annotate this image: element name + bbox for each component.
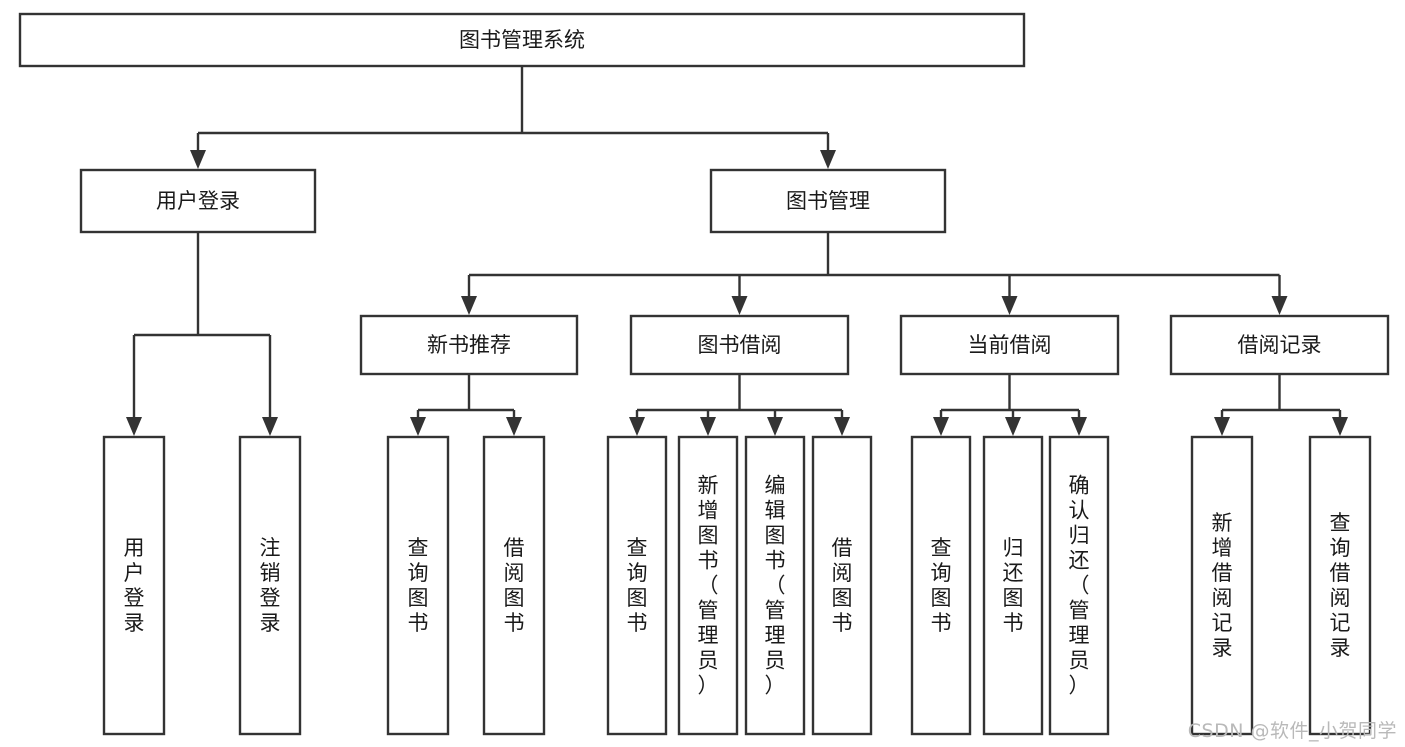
arrow-head-icon-bookmgmt-0 (461, 296, 477, 315)
node-leaf-edit-book-box[interactable] (744, 435, 806, 736)
arrow-head-icon-bookmgmt-3 (1271, 296, 1288, 315)
node-book-management[interactable]: 图书管理 (709, 168, 947, 234)
node-layer: 图书管理系统用户登录图书管理新书推荐图书借阅当前借阅借阅记录用户登录注销登录查询… (18, 12, 1390, 736)
node-leaf-query-book-1-label: 查询图书 (408, 536, 429, 635)
node-book-borrow-label: 图书借阅 (698, 333, 782, 357)
node-root[interactable]: 图书管理系统 (18, 12, 1026, 68)
node-leaf-confirm-return-box[interactable] (1048, 435, 1110, 736)
node-leaf-borrow-book-2[interactable]: 借阅图书 (811, 435, 873, 736)
arrow-head-icon-book-borrow-1 (700, 417, 716, 436)
node-leaf-borrow-book-2-box[interactable] (811, 435, 873, 736)
node-leaf-user-login-box[interactable] (102, 435, 166, 736)
node-leaf-borrow-book-1-label: 借阅图书 (504, 536, 525, 635)
node-book-borrow-box[interactable] (629, 314, 850, 376)
arrow-head-icon-current-borrow-0 (933, 417, 949, 436)
arrow-head-icon-book-borrow-2 (767, 417, 783, 436)
node-leaf-query-book-3-box[interactable] (910, 435, 972, 736)
node-new-book-recommend-label: 新书推荐 (427, 333, 511, 357)
node-new-book-recommend[interactable]: 新书推荐 (359, 314, 579, 376)
arrow-head-icon-current-borrow-2 (1071, 417, 1087, 436)
node-leaf-query-book-1-box[interactable] (386, 435, 450, 736)
connector-layer (126, 66, 1348, 436)
node-leaf-user-login-label: 用户登录 (124, 536, 145, 635)
node-leaf-query-book-3-label: 查询图书 (931, 536, 952, 635)
node-leaf-query-book-3[interactable]: 查询图书 (910, 435, 972, 736)
node-borrow-record-label: 借阅记录 (1238, 333, 1322, 357)
node-leaf-logout[interactable]: 注销登录 (238, 435, 302, 736)
node-leaf-add-record-box[interactable] (1190, 435, 1254, 736)
node-user-login-label: 用户登录 (156, 189, 240, 213)
watermark: CSDN @软件_小贺同学 (1187, 720, 1397, 742)
node-leaf-add-book[interactable]: 新增图书（管理员） (677, 435, 739, 736)
node-leaf-query-record-label: 查询借阅记录 (1330, 511, 1351, 660)
node-user-login[interactable]: 用户登录 (79, 168, 317, 234)
arrow-head-icon-bookmgmt-2 (1001, 296, 1018, 315)
node-root-box[interactable] (18, 12, 1026, 68)
arrow-head-icon-root-1 (820, 150, 836, 169)
node-current-borrow-box[interactable] (899, 314, 1120, 376)
node-leaf-query-record[interactable]: 查询借阅记录 (1308, 435, 1372, 736)
arrow-head-icon-userlogin-1 (262, 417, 278, 436)
node-leaf-query-book-2-box[interactable] (606, 435, 668, 736)
arrow-head-icon-book-borrow-3 (834, 417, 850, 436)
node-leaf-return-book[interactable]: 归还图书 (982, 435, 1044, 736)
arrow-head-icon-userlogin-0 (126, 417, 142, 436)
node-leaf-add-book-box[interactable] (677, 435, 739, 736)
node-leaf-add-book-label: 新增图书（管理员） (698, 474, 719, 698)
node-borrow-record[interactable]: 借阅记录 (1169, 314, 1390, 376)
node-leaf-edit-book[interactable]: 编辑图书（管理员） (744, 435, 806, 736)
node-leaf-add-record-label: 新增借阅记录 (1212, 511, 1233, 660)
node-leaf-query-record-box[interactable] (1308, 435, 1372, 736)
arrow-head-icon-root-0 (190, 150, 206, 169)
arrow-head-icon-new-book-recommend-1 (506, 417, 522, 436)
arrow-head-icon-new-book-recommend-0 (410, 417, 426, 436)
node-new-book-recommend-box[interactable] (359, 314, 579, 376)
node-borrow-record-box[interactable] (1169, 314, 1390, 376)
arrow-head-icon-borrow-record-0 (1214, 417, 1230, 436)
node-leaf-logout-label: 注销登录 (260, 536, 281, 635)
node-leaf-borrow-book-1-box[interactable] (482, 435, 546, 736)
node-leaf-return-book-box[interactable] (982, 435, 1044, 736)
node-current-borrow-label: 当前借阅 (968, 333, 1052, 357)
node-leaf-borrow-book-2-label: 借阅图书 (832, 536, 853, 635)
node-leaf-logout-box[interactable] (238, 435, 302, 736)
arrow-head-icon-borrow-record-1 (1332, 417, 1348, 436)
node-leaf-confirm-return[interactable]: 确认归还（管理员） (1048, 435, 1110, 736)
node-book-management-box[interactable] (709, 168, 947, 234)
node-root-label: 图书管理系统 (459, 28, 585, 52)
node-book-borrow[interactable]: 图书借阅 (629, 314, 850, 376)
arrow-head-icon-current-borrow-1 (1005, 417, 1021, 436)
node-current-borrow[interactable]: 当前借阅 (899, 314, 1120, 376)
arrow-head-icon-book-borrow-0 (629, 417, 645, 436)
node-leaf-query-book-2-label: 查询图书 (627, 536, 648, 635)
node-user-login-box[interactable] (79, 168, 317, 234)
node-leaf-confirm-return-label: 确认归还（管理员） (1069, 474, 1090, 698)
node-book-management-label: 图书管理 (786, 189, 870, 213)
node-leaf-user-login[interactable]: 用户登录 (102, 435, 166, 736)
node-leaf-add-record[interactable]: 新增借阅记录 (1190, 435, 1254, 736)
node-leaf-return-book-label: 归还图书 (1003, 536, 1024, 635)
node-leaf-query-book-1[interactable]: 查询图书 (386, 435, 450, 736)
node-leaf-borrow-book-1[interactable]: 借阅图书 (482, 435, 546, 736)
node-leaf-edit-book-label: 编辑图书（管理员） (765, 474, 786, 698)
arrow-head-icon-bookmgmt-1 (731, 296, 748, 315)
node-leaf-query-book-2[interactable]: 查询图书 (606, 435, 668, 736)
